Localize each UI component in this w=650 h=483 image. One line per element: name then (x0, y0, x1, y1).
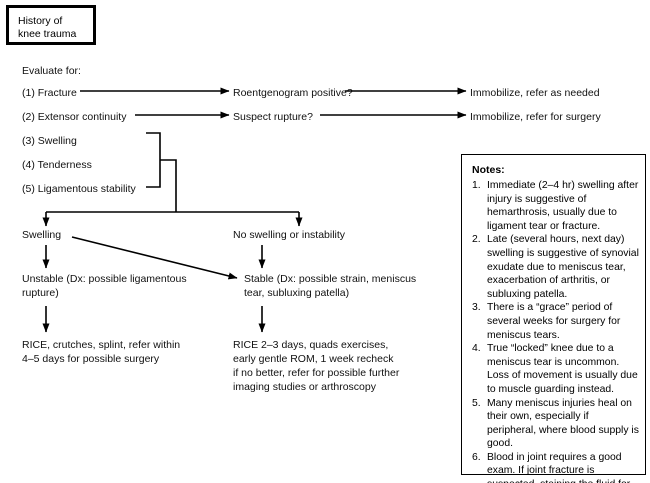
evaluate-item-3: (3) Swelling (22, 135, 77, 147)
node-stable-line-2: tear, subluxing patella) (244, 287, 350, 299)
note-item: 4. True “locked” knee due to a meniscus t… (472, 342, 639, 396)
note-item: 6. Blood in joint requires a good exam. I… (472, 451, 639, 483)
bracket-swelling-group (146, 132, 161, 188)
node-immobilize-for-surgery: Immobilize, refer for surgery (470, 111, 601, 123)
evaluate-item-4: (4) Tenderness (22, 159, 92, 171)
evaluate-heading: Evaluate for: (22, 65, 81, 77)
treatment-right-line-2: early gentle ROM, 1 week recheck (233, 353, 394, 365)
note-text: Blood in joint requires a good exam. If … (487, 451, 630, 483)
note-number: 4. (472, 343, 481, 355)
note-number: 1. (472, 180, 481, 191)
note-number: 3. (472, 302, 481, 314)
note-text: There is a “grace” period of several wee… (487, 302, 621, 341)
notes-panel: Notes: 1. Immediate (2–4 hr) swelling aft… (461, 154, 646, 483)
note-text: Immediate (2–4 hr) swelling after injury… (487, 180, 639, 232)
title-line-2: knee trauma (18, 28, 77, 40)
title-line-1: History of (18, 15, 63, 27)
evaluate-item-1: (1) Fracture (22, 87, 77, 99)
node-immobilize-as-needed: Immobilize, refer as needed (470, 87, 600, 99)
title-box: History of knee trauma (6, 5, 96, 45)
node-stable-line-1: Stable (Dx: possible strain, meniscus (244, 273, 417, 285)
node-branch-swelling: Swelling (22, 229, 62, 241)
note-item: 2. Late (several hours, next day) swellin… (472, 233, 639, 301)
note-item: 1. Immediate (2–4 hr) swelling after inju… (472, 179, 639, 233)
evaluate-item-5: (5) Ligamentous stability (22, 183, 136, 195)
notes-title: Notes: (472, 164, 505, 176)
node-unstable-line-1: Unstable (Dx: possible ligamentous (22, 273, 187, 285)
node-suspect-rupture: Suspect rupture? (233, 111, 313, 123)
note-text: Late (several hours, next day) swelling … (487, 234, 639, 300)
note-number: 6. (472, 451, 481, 463)
bracket-stem (160, 159, 177, 212)
note-text: True “locked” knee due to a meniscus tea… (487, 343, 638, 395)
note-number: 2. (472, 234, 481, 246)
treatment-left-line-1: RICE, crutches, splint, refer within (22, 339, 181, 351)
note-item: 3. There is a “grace” period of several w… (472, 301, 639, 342)
note-item: 5. Many meniscus injuries heal on their o… (472, 397, 639, 451)
treatment-left-line-2: 4–5 days for possible surgery (22, 353, 160, 365)
note-number: 5. (472, 397, 481, 409)
evaluate-item-2: (2) Extensor continuity (22, 111, 127, 123)
node-branch-no-swelling: No swelling or instability (233, 229, 346, 241)
treatment-right-line-3: if no better, refer for possible further (233, 367, 400, 379)
treatment-right-line-1: RICE 2–3 days, quads exercises, (233, 339, 389, 351)
node-roentgenogram: Roentgenogram positive? (233, 87, 353, 99)
notes-list: 1. Immediate (2–4 hr) swelling after inju… (472, 179, 639, 483)
note-text: Many meniscus injuries heal on their own… (487, 397, 639, 450)
treatment-right-line-4: imaging studies or arthroscopy (233, 381, 376, 393)
node-unstable-line-2: rupture) (22, 287, 59, 299)
